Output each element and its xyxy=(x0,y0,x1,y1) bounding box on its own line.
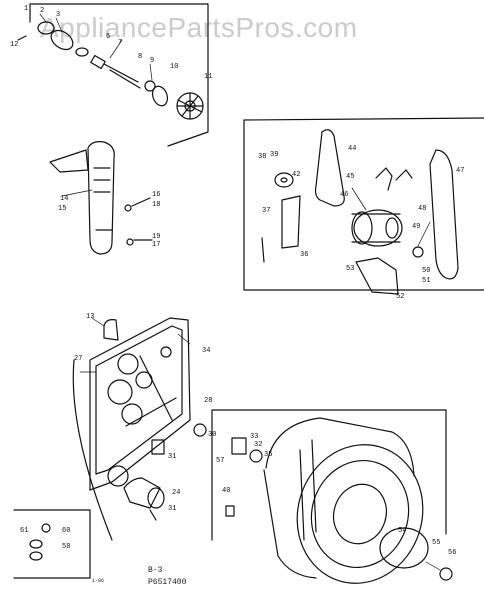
blower-panel-border xyxy=(29,3,209,147)
callout: 36 xyxy=(300,251,308,259)
callout: 16 xyxy=(152,191,160,199)
small-parts xyxy=(29,523,51,561)
duct-screws xyxy=(124,197,153,246)
drive-motor xyxy=(351,209,424,258)
callout: 1 xyxy=(24,5,28,13)
drum-roller xyxy=(249,449,263,463)
watermark: AppliancePartsPros.com xyxy=(40,12,358,43)
callout: 19 xyxy=(152,233,160,241)
callout: 37 xyxy=(262,207,270,215)
callout: 60 xyxy=(62,527,70,535)
rear-foot xyxy=(439,567,453,581)
callout: 49 xyxy=(412,223,420,231)
drum-panel-border xyxy=(211,409,447,541)
callout: 27 xyxy=(74,355,82,363)
leader-lines xyxy=(39,13,441,571)
callout: 39 xyxy=(270,151,278,159)
callout: 8 xyxy=(138,53,142,61)
switch-box xyxy=(151,439,165,455)
callout: 42 xyxy=(292,171,300,179)
callout-labels: 1 2 3 6 7 8 9 10 11 12 13 14 15 16 17 18… xyxy=(10,5,464,557)
small-clip-40 xyxy=(225,505,235,517)
callout: 9 xyxy=(150,57,154,65)
thermostat xyxy=(193,423,207,437)
motor-mount-clips xyxy=(281,167,413,295)
callout: 61 xyxy=(20,527,28,535)
idler-belt xyxy=(429,149,459,280)
drum-seal xyxy=(379,527,429,569)
callout: 30 xyxy=(208,431,216,439)
callout: 24 xyxy=(172,489,180,497)
part-number: P6517400 xyxy=(148,578,187,587)
callout: 3 xyxy=(56,11,60,19)
page-code: B-3 xyxy=(148,566,163,575)
callout: 33 xyxy=(250,433,258,441)
callout: 12 xyxy=(10,41,18,49)
motor-bolt xyxy=(261,237,265,263)
callout: 53 xyxy=(346,265,354,273)
duct-cap xyxy=(103,319,119,341)
callout: 44 xyxy=(348,145,356,153)
callout: 35 xyxy=(264,451,272,459)
motor-pulley xyxy=(274,172,294,188)
callout: 6 xyxy=(106,33,110,41)
callout: 11 xyxy=(204,73,212,81)
callout: 10 xyxy=(170,63,178,71)
callout: 7 xyxy=(118,39,122,47)
tiny-code: 1-86 xyxy=(92,578,105,584)
tumble-drum xyxy=(263,417,424,584)
callout: 47 xyxy=(456,167,464,175)
callout: 18 xyxy=(152,201,160,209)
callout: 31 xyxy=(168,505,176,513)
callout: 48 xyxy=(418,205,426,213)
callout: 31 xyxy=(168,453,176,461)
heater-tube xyxy=(123,477,165,521)
drum-bracket xyxy=(231,437,247,455)
callout: 54 xyxy=(398,527,406,535)
exhaust-duct xyxy=(49,141,115,255)
callout: 15 xyxy=(58,205,66,213)
callout: 40 xyxy=(222,487,230,495)
small-pin-12 xyxy=(17,35,27,41)
callout: 50 xyxy=(422,267,430,275)
callout: 58 xyxy=(62,543,70,551)
callout: 14 xyxy=(60,195,68,203)
small-parts-panel-border xyxy=(13,509,91,579)
callout: 52 xyxy=(396,293,404,301)
drive-belt xyxy=(314,129,345,207)
callout: 17 xyxy=(152,241,160,249)
callout: 51 xyxy=(422,277,430,285)
blower-wheel xyxy=(176,92,204,120)
callout: 13 xyxy=(86,313,94,321)
callout: 57 xyxy=(216,457,224,465)
callout: 38 xyxy=(258,153,266,161)
callout: 28 xyxy=(204,397,212,405)
callout: 32 xyxy=(254,441,262,449)
callout: 34 xyxy=(202,347,210,355)
motor-panel-border xyxy=(243,117,484,291)
callout: 55 xyxy=(432,539,440,547)
callout: 56 xyxy=(448,549,456,557)
callout: 46 xyxy=(340,191,348,199)
blower-shaft-assembly xyxy=(37,21,169,107)
callout: 2 xyxy=(40,7,44,15)
front-bulkhead xyxy=(89,317,191,491)
callout: 45 xyxy=(346,173,354,181)
cabinet-curve xyxy=(72,359,113,541)
